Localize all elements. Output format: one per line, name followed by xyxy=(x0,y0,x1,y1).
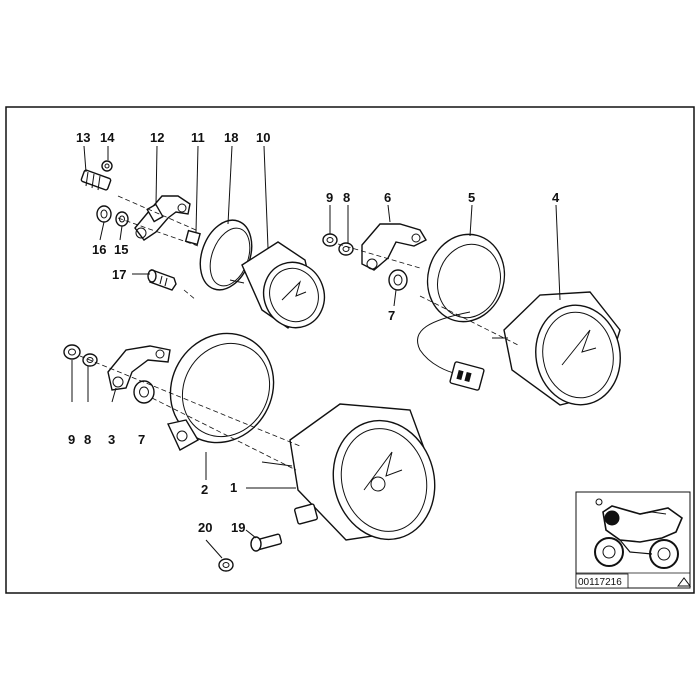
callout-1: 1 xyxy=(230,480,237,495)
part-16-washer xyxy=(96,205,112,223)
motorcycle-icon xyxy=(594,498,683,569)
callout-3: 3 xyxy=(108,432,115,447)
part-10-gauge xyxy=(229,241,326,329)
part-13-bolt xyxy=(80,169,112,191)
assembly-line-upper-left xyxy=(117,195,197,231)
part-11-clip xyxy=(184,229,201,246)
part-17-screw xyxy=(147,269,177,291)
wiring-harness xyxy=(417,311,485,391)
part-9-nut-lower xyxy=(63,344,81,360)
part-3-bracket xyxy=(107,345,171,391)
assembly-line-upper-left-3 xyxy=(183,289,197,301)
callout-10: 10 xyxy=(256,130,270,145)
part-20-nut xyxy=(218,558,234,572)
callout-11: 11 xyxy=(191,130,205,145)
part-19-screw xyxy=(250,503,318,552)
part-9-nut-upper xyxy=(322,233,338,247)
part-2-clamp-ring xyxy=(167,332,275,451)
callout-8-upper: 8 xyxy=(343,190,350,205)
callout-14: 14 xyxy=(100,130,115,145)
callout-17: 17 xyxy=(112,267,126,282)
callout-7-upper: 7 xyxy=(388,308,395,323)
triangle-icon xyxy=(677,577,691,587)
callout-19: 19 xyxy=(231,520,245,535)
callout-2: 2 xyxy=(201,482,208,497)
reference-code: 00117216 xyxy=(578,577,622,588)
part-7-grommet-lower xyxy=(133,380,155,404)
callout-4: 4 xyxy=(552,190,560,205)
part-1-gauge xyxy=(261,403,436,541)
part-7-grommet-upper xyxy=(388,269,408,291)
assembly-line-lower-left-2 xyxy=(151,397,297,471)
callout-9-lower: 9 xyxy=(68,432,75,447)
assembly-line-upper-right xyxy=(337,243,421,269)
part-14-nut xyxy=(101,160,113,172)
callout-15: 15 xyxy=(114,242,128,257)
assembly-line-upper-left-2 xyxy=(117,217,199,247)
callout-8-lower: 8 xyxy=(84,432,91,447)
callout-13: 13 xyxy=(76,130,90,145)
inset-thumbnail: 00117216 xyxy=(575,491,691,589)
callout-6: 6 xyxy=(384,190,391,205)
callout-16: 16 xyxy=(92,242,106,257)
part-6-bracket xyxy=(361,223,427,271)
callout-18: 18 xyxy=(224,130,238,145)
callout-12: 12 xyxy=(150,130,164,145)
callout-5: 5 xyxy=(468,190,475,205)
part-4-gauge xyxy=(492,291,621,406)
part-5-ring xyxy=(426,233,506,323)
callout-9-upper: 9 xyxy=(326,190,333,205)
assembly-line-upper-right-2 xyxy=(419,295,521,347)
leader-lines xyxy=(71,145,561,559)
part-8-washer-upper xyxy=(338,242,354,256)
callout-7-lower: 7 xyxy=(138,432,145,447)
callout-20: 20 xyxy=(198,520,212,535)
